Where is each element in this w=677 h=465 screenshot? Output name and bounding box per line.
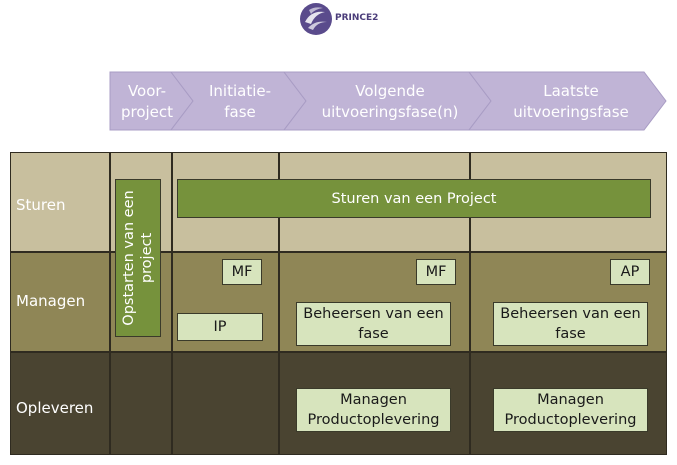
- process-grid: Sturen Managen Opleveren Opstarten van e…: [10, 152, 667, 455]
- grid-frame: [10, 152, 667, 455]
- phase-label-voorproject: Voor- project: [120, 82, 174, 121]
- process-managen-productoplevering-volgende: Managen Productoplevering: [296, 388, 451, 432]
- column-divider: [171, 152, 173, 455]
- phase-label-volgende: Volgende uitvoeringsfase(n): [321, 82, 459, 121]
- process-mf-initiatie: MF: [222, 259, 262, 285]
- phase-label-laatste: Laatste uitvoeringsfase: [513, 82, 629, 121]
- process-opstarten-label: Opstarten van een project: [121, 190, 155, 326]
- process-opstarten-van-een-project: Opstarten van een project: [115, 179, 161, 337]
- process-beheersen-van-een-fase-volgende: Beheersen van een fase: [296, 302, 451, 346]
- prince2-logo: PRINCE2: [299, 2, 387, 36]
- row-label-opleveren: Opleveren: [16, 399, 94, 417]
- process-sturen-van-een-project: Sturen van een Project: [177, 179, 651, 218]
- column-divider: [109, 152, 111, 455]
- column-divider: [278, 152, 280, 455]
- column-divider: [469, 152, 471, 455]
- row-divider: [10, 251, 667, 253]
- process-beheersen-van-een-fase-laatste: Beheersen van een fase: [493, 302, 648, 346]
- row-label-managen: Managen: [16, 292, 86, 310]
- process-mf-volgende: MF: [416, 259, 456, 285]
- phase-arrow-laatste: [467, 71, 667, 131]
- logo-text: PRINCE2: [335, 13, 379, 23]
- phase-label-initiatiefase: Initiatie- fase: [208, 82, 272, 121]
- prince2-swirl-icon: [300, 3, 332, 35]
- process-managen-productoplevering-laatste: Managen Productoplevering: [493, 388, 648, 432]
- process-ip: IP: [177, 313, 263, 341]
- phase-chevrons: [109, 71, 667, 131]
- row-label-sturen: Sturen: [16, 196, 66, 214]
- row-divider: [10, 351, 667, 353]
- process-ap: AP: [610, 259, 650, 285]
